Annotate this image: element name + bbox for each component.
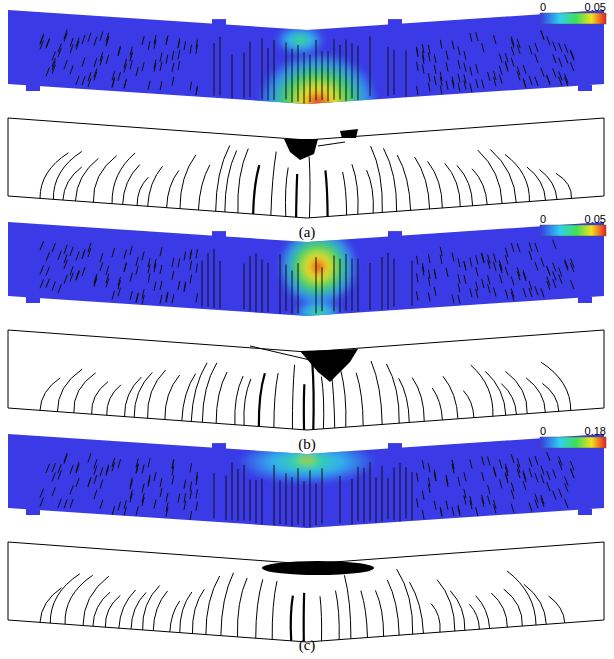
test-beam [8, 118, 604, 218]
scale-value: 0.05 [585, 214, 606, 225]
test-beam [8, 542, 604, 642]
panel-caption: (c) [299, 638, 316, 653]
panel [8, 222, 606, 430]
panel [8, 10, 606, 218]
support [578, 509, 592, 515]
test-beam [8, 330, 604, 430]
crushing-zone [262, 561, 374, 575]
panel [8, 434, 606, 642]
support [26, 297, 40, 303]
scale-value: 0.05 [585, 2, 606, 13]
color-bar [540, 225, 606, 236]
panel-caption: (a) [299, 225, 316, 240]
support [26, 85, 40, 91]
load-plate [388, 19, 402, 25]
support [578, 297, 592, 303]
scale-value: 0 [540, 426, 546, 437]
color-bar [540, 13, 606, 24]
load-plate [212, 443, 226, 449]
fe-beam [8, 434, 604, 528]
support [26, 509, 40, 515]
load-plate [212, 231, 226, 237]
scale-value: 0 [540, 214, 546, 225]
scale-value: 0 [540, 2, 546, 13]
color-bar [540, 437, 606, 448]
scale-value: 0.18 [585, 426, 606, 437]
panel-caption: (b) [298, 437, 316, 452]
load-plate [388, 443, 402, 449]
load-plate [388, 231, 402, 237]
crushing-zone [284, 129, 358, 160]
load-plate [212, 19, 226, 25]
support [578, 85, 592, 91]
crushing-zone [300, 349, 358, 382]
